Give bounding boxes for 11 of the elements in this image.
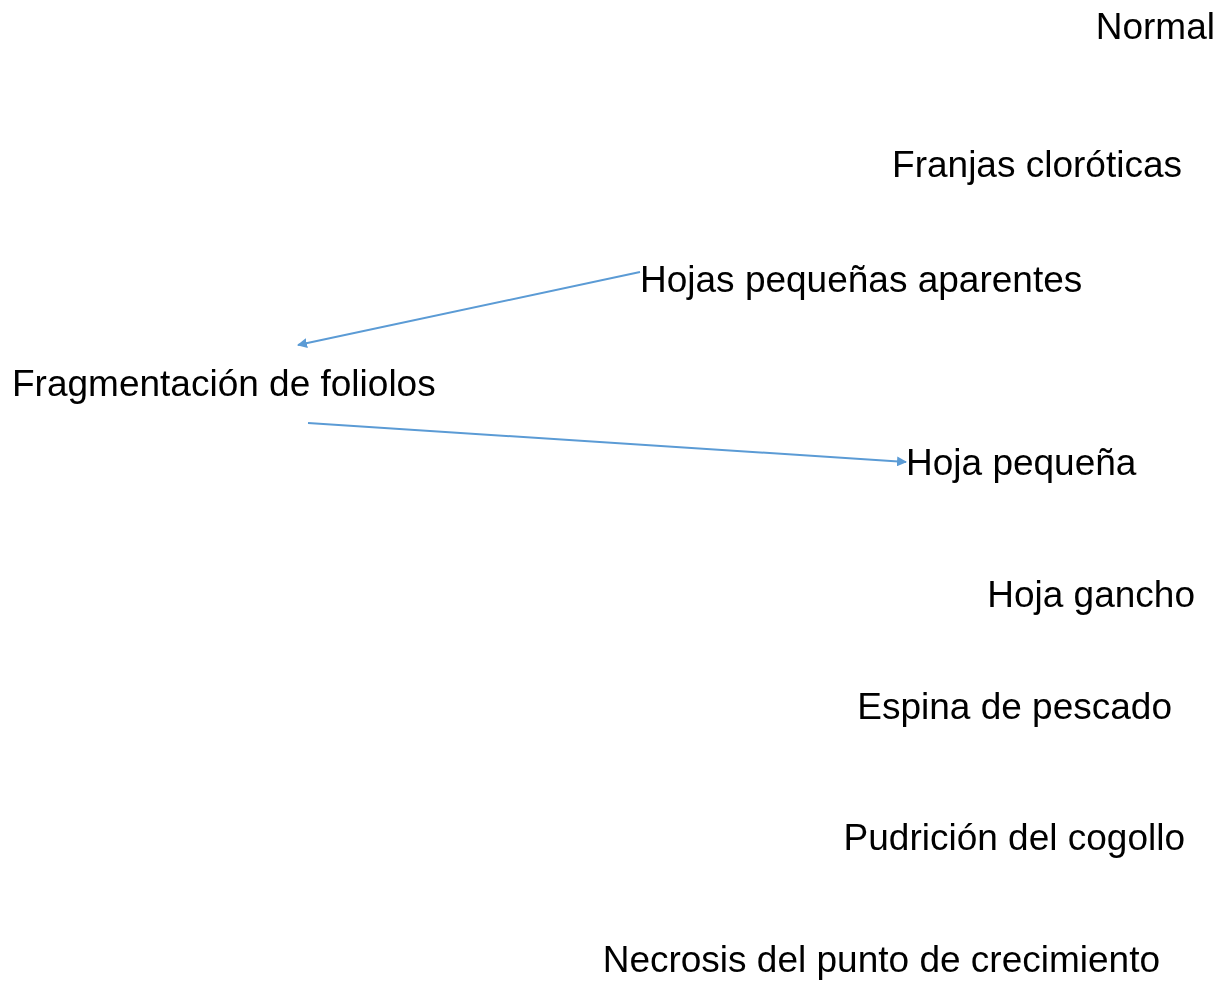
node-text: Hoja pequeña [906, 441, 1137, 485]
label-text: Franjas cloróticas [892, 143, 1182, 187]
node-text: Fragmentación de foliolos [12, 362, 436, 406]
label-text: Hoja gancho [987, 573, 1195, 617]
label-text: Normal [1095, 5, 1215, 49]
label-text: Necrosis del punto de crecimiento [602, 938, 1160, 982]
label-text: Pudrición del cogollo [843, 816, 1185, 860]
label-text: Espina de pescado [857, 685, 1172, 729]
node-text: Hojas pequeñas aparentes [640, 258, 1083, 302]
arrow [297, 271, 641, 348]
arrow [307, 422, 907, 467]
